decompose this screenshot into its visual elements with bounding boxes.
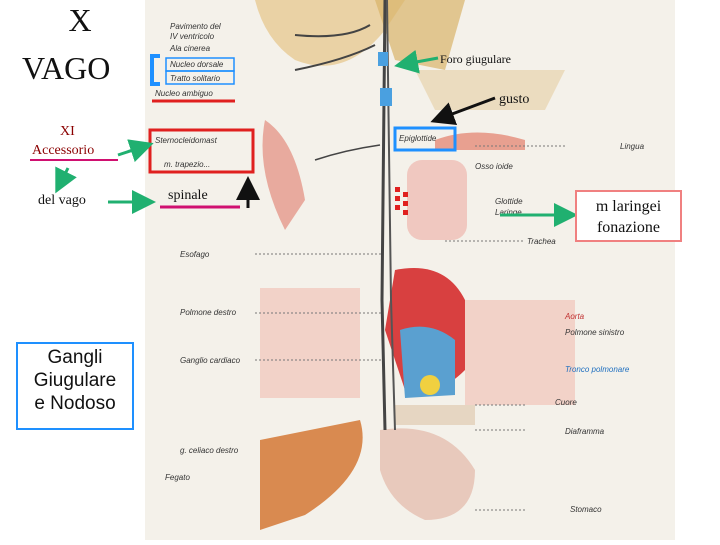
label-ala-cinerea: Ala cinerea — [170, 44, 211, 53]
label-laringe: Laringe — [495, 208, 522, 217]
label-epiglottide: Epiglottide — [399, 134, 437, 143]
box-tratto-solitario — [165, 70, 235, 85]
label-xi: XI — [60, 124, 75, 139]
label-aorta: Aorta — [565, 312, 585, 321]
label-nucleo-dorsale: Nucleo dorsale — [170, 60, 224, 69]
gangli-line-1: Gangli — [47, 347, 103, 368]
box-accessory-muscles — [148, 128, 255, 174]
title-vago: VAGO — [22, 50, 111, 86]
arrow-accessorio-muscles — [117, 139, 154, 163]
label-glottide: Glottide — [495, 197, 523, 206]
label-nucleo-ambiguo: Nucleo ambiguo — [155, 89, 213, 98]
label-esofago: Esofago — [180, 250, 210, 259]
label-stomaco: Stomaco — [570, 505, 602, 514]
label-trachea: Trachea — [527, 237, 556, 246]
gangli-box: Gangli Giugulare e Nodoso — [16, 342, 134, 430]
label-spinale: spinale — [168, 188, 208, 203]
vagus-anatomy-plate: Pavimento del IV ventricolo Ala cinerea … — [145, 0, 675, 540]
label-trapezio: m. trapezio... — [164, 160, 211, 169]
label-sternocleidomastoideo: Sternocleidomast — [155, 136, 217, 145]
arrow-foro-giugulare — [394, 49, 439, 74]
anatomy-illustration — [255, 0, 575, 530]
label-tronco-polmonare: Tronco polmonare — [565, 365, 630, 374]
laringei-line-1: m laringei — [595, 198, 662, 215]
box-nucleo-dorsale — [165, 57, 235, 72]
label-ganglio-cardiaco: Ganglio cardiaco — [180, 356, 241, 365]
laringei-box: m laringei fonazione — [575, 190, 682, 242]
title-x: X — [68, 2, 92, 38]
label-gusto: gusto — [499, 92, 530, 107]
arrow-gusto — [430, 96, 496, 125]
label-foro-giugulare: Foro giugulare — [440, 52, 511, 66]
label-celiaco: g. celiaco destro — [180, 446, 239, 455]
arrow-accessorio-del-vago — [55, 166, 77, 194]
label-osso-ioide: Osso ioide — [475, 162, 513, 171]
label-diaframma: Diaframma — [565, 427, 605, 436]
label-pavimento: Pavimento del — [170, 22, 221, 31]
label-accessorio: Accessorio — [32, 143, 95, 158]
label-fegato: Fegato — [165, 473, 190, 482]
gangli-line-3: e Nodoso — [34, 393, 116, 414]
label-ventricolo: IV ventricolo — [170, 32, 215, 41]
nuclei-bracket — [150, 54, 160, 86]
label-del-vago: del vago — [38, 193, 86, 208]
label-polmone-sinistro: Polmone sinistro — [565, 328, 625, 337]
laringei-line-2: fonazione — [596, 219, 661, 236]
box-epiglottide — [393, 126, 457, 152]
label-tratto-solitario: Tratto solitario — [170, 74, 221, 83]
label-cuore: Cuore — [555, 398, 577, 407]
label-polmone-destro: Polmone destro — [180, 308, 237, 317]
label-lingua: Lingua — [620, 142, 645, 151]
gangli-line-2: Giugulare — [33, 370, 117, 391]
